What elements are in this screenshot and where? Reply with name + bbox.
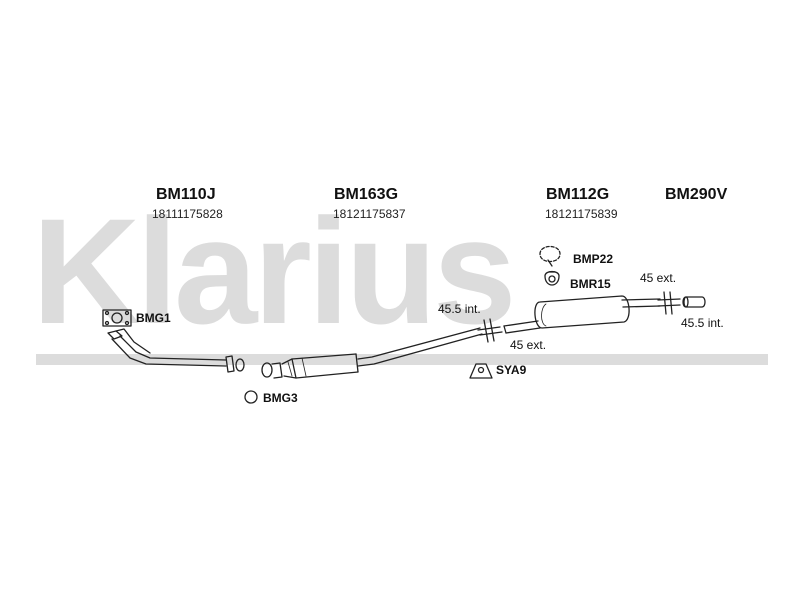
dimension-joint1-int: 45.5 int. xyxy=(438,302,481,316)
bmg3-ring-icon xyxy=(244,390,258,404)
sya9-bracket-icon xyxy=(469,363,493,379)
joint-clamp-2 xyxy=(657,291,681,315)
part-code-tailpipe: BM290V xyxy=(665,186,728,203)
bmp22-clamp-icon xyxy=(539,245,561,267)
part-code-front-pipe: BM110J xyxy=(156,186,216,203)
label-bmg1: BMG1 xyxy=(136,311,171,325)
tailpipe-shape xyxy=(682,296,706,308)
bmr15-rubber-mount-icon xyxy=(544,270,560,286)
dimension-joint2-int: 45.5 int. xyxy=(681,316,724,330)
front-pipe-shape xyxy=(107,328,245,373)
label-sya9: SYA9 xyxy=(496,363,527,377)
bmg1-gasket-icon xyxy=(102,309,132,327)
part-number-centre-silencer: 18121175837 xyxy=(333,207,406,221)
part-number-rear-silencer: 18121175839 xyxy=(545,207,618,221)
rear-silencer-shape xyxy=(503,295,661,334)
label-bmr15: BMR15 xyxy=(570,277,611,291)
label-bmg3: BMG3 xyxy=(263,391,298,405)
part-code-centre-silencer: BM163G xyxy=(334,186,399,203)
watermark-underline xyxy=(36,354,768,365)
dimension-joint1-ext: 45 ext. xyxy=(510,338,547,352)
centre-silencer-shape xyxy=(261,327,483,379)
part-code-rear-silencer: BM112G xyxy=(546,186,610,203)
label-bmp22: BMP22 xyxy=(573,252,614,266)
dimension-joint2-ext: 45 ext. xyxy=(640,271,677,285)
joint-clamp-1 xyxy=(477,318,503,343)
part-number-front-pipe: 18111175828 xyxy=(152,207,223,221)
